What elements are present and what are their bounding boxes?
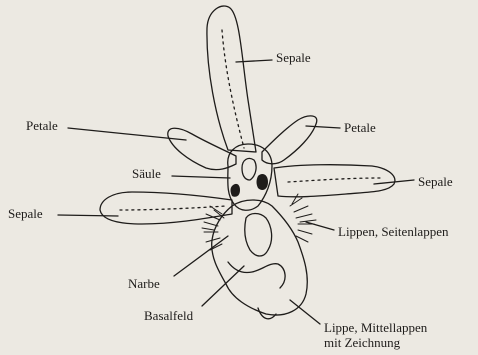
label-basalfeld: Basalfeld [144, 308, 193, 323]
lip-shape [212, 200, 308, 315]
lip-appendage [258, 308, 276, 319]
sepal-right-shape [274, 165, 395, 197]
lip-side-lobe-left-hairs [202, 206, 224, 250]
leader-lippe-mittellappen [290, 300, 320, 324]
label-lippen-seitenlappen: Lippen, Seitenlappen [338, 224, 448, 239]
pollinium-dark-right [257, 174, 269, 190]
label-lippe-mittellappen-line2: mit Zeichnung [324, 335, 400, 350]
column-pollinia [242, 158, 256, 180]
leader-sepale-top [236, 60, 272, 62]
sepal-right-midrib [288, 178, 380, 182]
pollinium-dark-left [231, 184, 241, 197]
lip-pattern-basal [228, 262, 285, 288]
petal-left-shape [168, 128, 236, 169]
label-petale-right: Petale [344, 120, 376, 135]
label-petale-left: Petale [26, 118, 58, 133]
leader-petale-right [306, 126, 340, 128]
label-sepale-right: Sepale [418, 174, 453, 189]
label-narbe: Narbe [128, 276, 160, 291]
label-sepale-top: Sepale [276, 50, 311, 65]
label-lippe-mittellappen-line1: Lippe, Mittellappen [324, 320, 427, 335]
leader-narbe [174, 236, 228, 276]
leader-saeule [172, 176, 230, 178]
sepal-top-shape [207, 6, 256, 152]
label-saeule: Säule [132, 166, 161, 181]
leader-lippen-seitenlappen [306, 222, 334, 230]
leader-sepale-left [58, 215, 118, 216]
lip-pattern [245, 214, 272, 257]
label-sepale-left: Sepale [8, 206, 43, 221]
